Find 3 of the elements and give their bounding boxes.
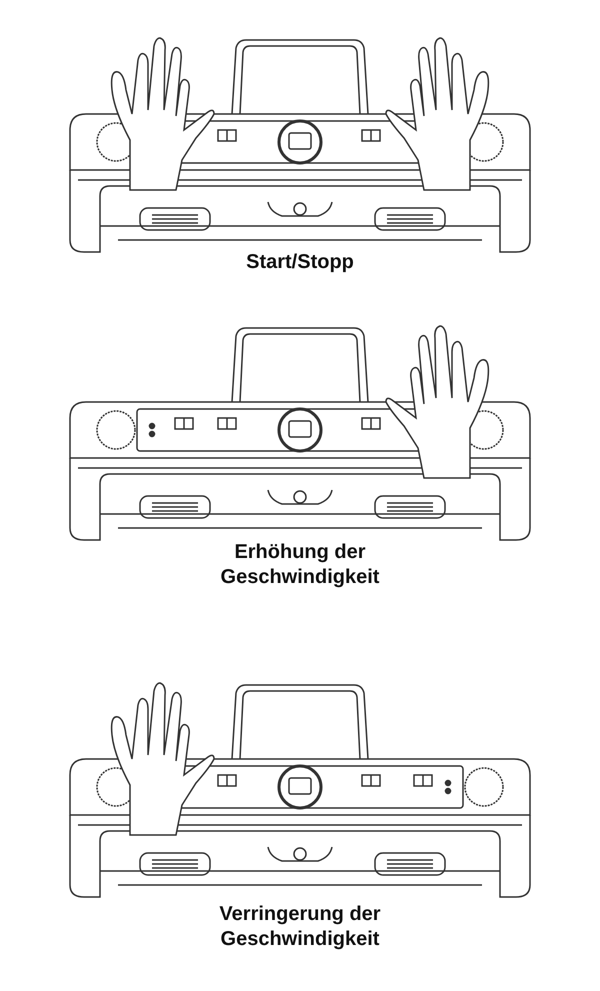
caption: Start/Stopp [245,250,355,275]
caption: Verringerung der Geschwindigkeit [218,902,382,952]
caption: Erhöhung der Geschwindigkeit [220,540,380,590]
